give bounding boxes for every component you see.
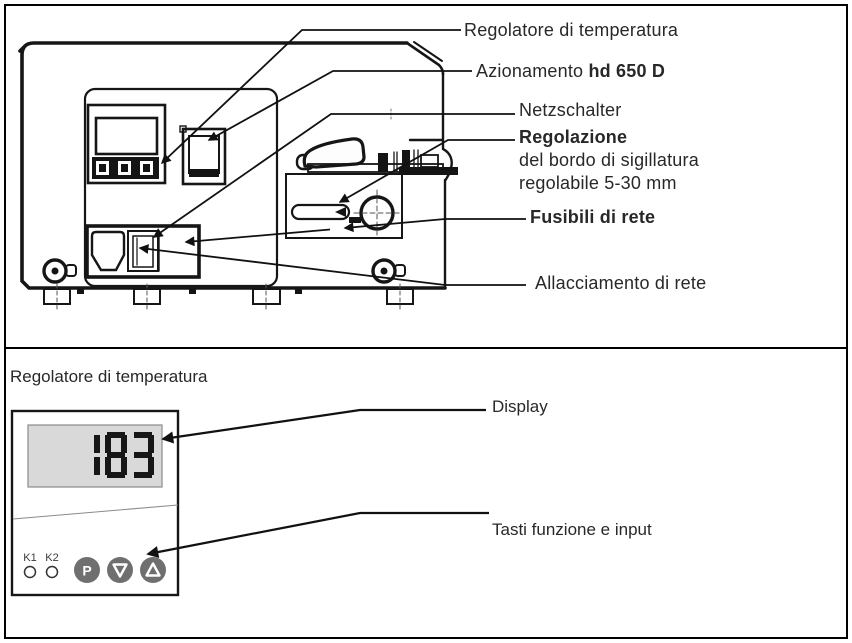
label-regolazione-line3: regolabile 5-30 mm <box>519 173 677 193</box>
sealing-bar <box>399 167 458 175</box>
clamp-mechanism <box>295 108 458 175</box>
knob-crosshair <box>353 189 402 238</box>
bottom-section-title: Regolatore di temperatura <box>10 367 208 386</box>
clamp-handle <box>302 137 366 169</box>
adjustment-lever-slot <box>290 203 351 221</box>
led1-label: K1 <box>23 552 36 564</box>
feet-centerlines <box>56 283 401 312</box>
led1-indicator <box>23 565 37 579</box>
mounting-tabs <box>77 289 302 294</box>
label-tasti-funzione: Tasti funzione e input <box>492 520 652 539</box>
leader-display <box>161 408 486 444</box>
led2-label: K2 <box>45 552 58 564</box>
leader-fusibili-2 <box>184 228 331 247</box>
top-leader-lines <box>138 29 526 286</box>
leader-azionamento <box>207 70 472 141</box>
machine-feet <box>43 288 414 305</box>
power-socket <box>90 230 126 272</box>
front-panel <box>83 87 279 288</box>
regulator-screen <box>94 116 159 156</box>
label-display: Display <box>492 397 548 416</box>
leader-tasti <box>146 511 489 558</box>
mechanism-block <box>420 154 439 168</box>
label-allacciamento: Allacciamento di rete <box>535 273 707 293</box>
machine-right-edge <box>408 71 453 290</box>
machine-bevel-accent <box>413 41 443 62</box>
controller-drawing: K1 K2 P <box>10 409 180 597</box>
drive-unit-inner <box>188 135 220 174</box>
sealing-machine-drawing <box>18 41 458 312</box>
label-azionamento-model: hd 650 D <box>588 61 666 81</box>
leader-regolazione <box>338 139 515 203</box>
power-switch-rocker <box>132 235 154 268</box>
drive-unit-band <box>189 169 219 177</box>
lever-slide-arrow <box>335 207 346 217</box>
bottom-leader-lines <box>146 408 489 558</box>
down-arrow-icon <box>112 563 128 578</box>
left-screw-knob <box>42 258 77 284</box>
drive-unit <box>181 127 227 186</box>
up-arrow-icon <box>145 562 161 577</box>
drive-unit-tab <box>179 125 187 133</box>
machine-body-outline <box>18 41 447 290</box>
p-button[interactable] <box>74 557 100 583</box>
up-button[interactable] <box>140 557 166 583</box>
label-fusibili: Fusibili di rete <box>530 207 656 227</box>
p-button-label: P <box>82 563 91 579</box>
lcd-digits <box>94 432 154 478</box>
label-regolazione-line1: Regolazione <box>519 127 628 147</box>
label-regolatore-temperatura: Regolatore di temperatura <box>464 20 679 40</box>
lever-tab <box>349 217 361 223</box>
mechanism-lines <box>393 149 419 173</box>
label-regolazione: Regolazione del bordo di sigillatura reg… <box>519 126 749 195</box>
mechanism-posts <box>378 150 410 172</box>
label-azionamento-prefix: Azionamento <box>476 61 589 81</box>
leader-allacciamento <box>138 244 526 286</box>
right-screw-knob <box>371 258 406 284</box>
led2-indicator <box>45 565 59 579</box>
leader-netzschalter <box>152 113 515 238</box>
adjustment-panel <box>285 173 403 239</box>
bottom-diagram-frame <box>4 347 848 639</box>
power-module <box>85 224 201 279</box>
label-azionamento: Azionamento hd 650 D <box>476 60 665 82</box>
controller-body <box>10 409 180 597</box>
regulator-unit <box>86 103 167 185</box>
leader-regolatore <box>160 29 461 165</box>
controller-bevel-line <box>12 504 179 520</box>
adjustment-knob <box>359 195 395 231</box>
regulator-button-marks <box>99 164 150 172</box>
down-button[interactable] <box>107 557 133 583</box>
leader-fusibili-1 <box>343 218 526 233</box>
label-netzschalter: Netzschalter <box>519 100 622 120</box>
label-regolazione-line2: del bordo di sigillatura <box>519 150 699 170</box>
